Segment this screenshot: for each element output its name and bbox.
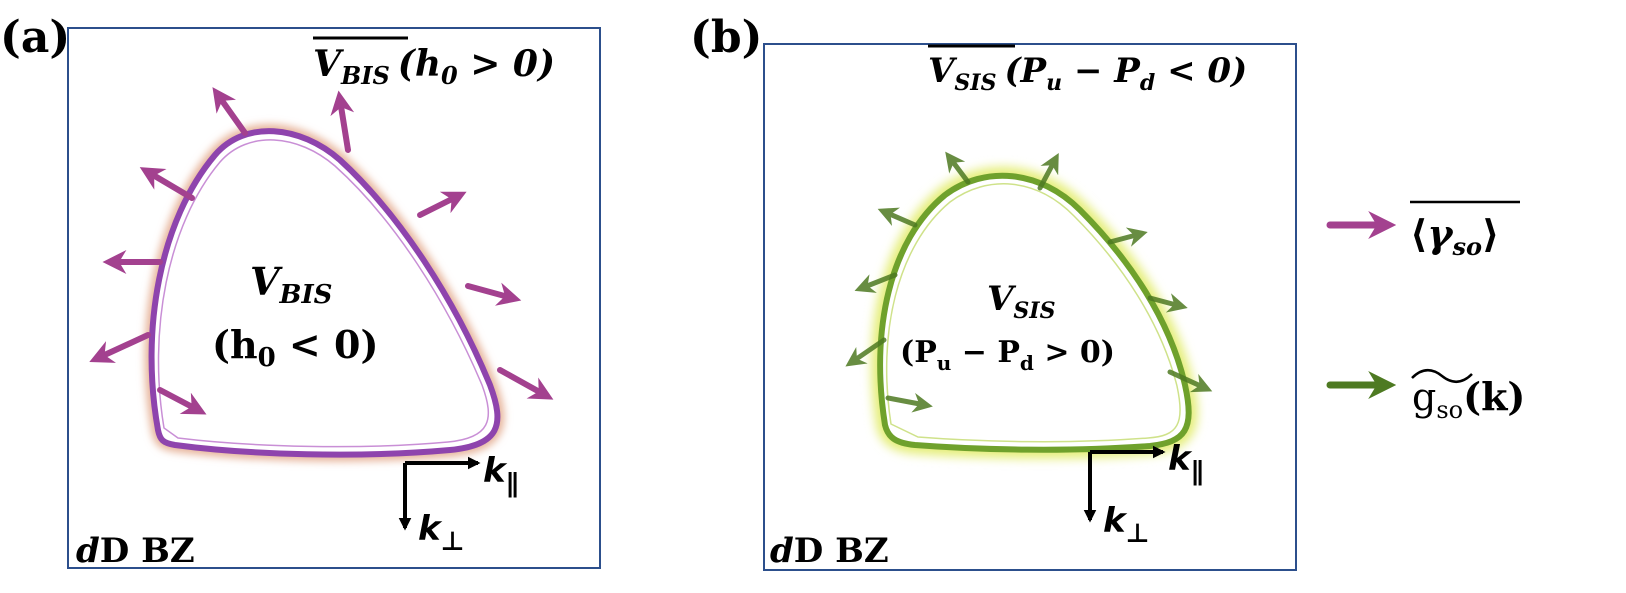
panel-b-center-cond: (Pu − Pd > 0) bbox=[900, 335, 1115, 375]
panel-a: (a) VBIS(h0 > 0) VBIS (h0 < 0) bbox=[0, 12, 601, 571]
panel-a-center-sym: VBIS bbox=[250, 259, 332, 310]
panel-a-frame bbox=[67, 27, 601, 569]
legend-g-label: gso(k) bbox=[1412, 374, 1525, 424]
arrow-a-2 bbox=[330, 90, 355, 153]
panel-a-corner-label: dD BZ bbox=[76, 531, 195, 571]
arrow-b-5 bbox=[854, 272, 898, 293]
arrow-b-7 bbox=[845, 337, 887, 367]
panel-b-center-sym: VSIS bbox=[987, 279, 1055, 324]
arrow-b-2 bbox=[1037, 152, 1059, 191]
panel-b-g-arrows bbox=[845, 151, 1213, 413]
panel-b-corner-label: dD BZ bbox=[770, 531, 889, 571]
panel-a-center-cond: (h0 < 0) bbox=[212, 322, 378, 373]
arrow-a-1 bbox=[212, 87, 248, 136]
arrow-a-3 bbox=[139, 167, 195, 201]
legend: ⟨γso⟩ gso(k) bbox=[1326, 200, 1525, 424]
legend-g-tilde bbox=[1411, 369, 1473, 383]
panel-b-k-par-label: k∥ bbox=[1168, 439, 1204, 487]
panel-b-loop bbox=[877, 172, 1192, 453]
arrow-b-3 bbox=[877, 207, 918, 228]
panel-b-loop-inner bbox=[885, 183, 1181, 443]
arrow-a-6 bbox=[465, 282, 522, 306]
panel-b-k-perp-label: k⊥ bbox=[1103, 501, 1149, 549]
panel-a-loop bbox=[148, 128, 501, 458]
panel-a-k-perp-label: k⊥ bbox=[418, 509, 464, 557]
panel-a-top-label: VBIS(h0 > 0) bbox=[313, 43, 555, 90]
panel-a-loop-inner bbox=[157, 139, 490, 448]
panel-b: (b) VSIS(Pu − Pd < 0) VSIS (Pu − Pd bbox=[690, 12, 1297, 571]
arrow-b-6 bbox=[1147, 293, 1188, 313]
arrow-a-9 bbox=[157, 387, 207, 415]
arrow-b-8 bbox=[1167, 369, 1213, 393]
panel-b-top-label: VSIS(Pu − Pd < 0) bbox=[928, 51, 1247, 96]
arrow-a-8 bbox=[497, 367, 554, 400]
arrow-b-4 bbox=[1107, 227, 1148, 247]
panel-a-k-par-label: k∥ bbox=[483, 451, 519, 499]
panel-a-gamma-arrows bbox=[89, 87, 554, 415]
panel-b-tag: (b) bbox=[690, 12, 762, 63]
panel-a-tag: (a) bbox=[0, 12, 70, 63]
arrow-a-4 bbox=[417, 191, 467, 218]
arrow-b-1 bbox=[945, 151, 971, 185]
panel-b-frame bbox=[763, 43, 1297, 571]
legend-gamma-label: ⟨γso⟩ bbox=[1410, 211, 1499, 261]
arrow-a-7 bbox=[89, 332, 151, 363]
arrow-b-9 bbox=[885, 392, 933, 413]
